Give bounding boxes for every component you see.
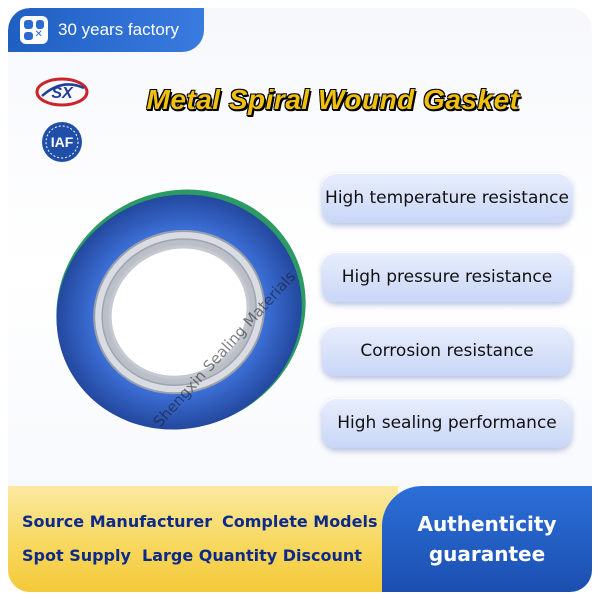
grid-logo-icon (20, 16, 48, 44)
iaf-cert-logo: IAF (42, 122, 82, 162)
benefit-complete-models: Complete Models (222, 512, 378, 531)
company-logo-text: SX (51, 85, 74, 102)
company-logo: SX (35, 77, 89, 107)
benefit-spot-supply: Spot Supply (22, 546, 131, 565)
benefit-quantity-discount: Large Quantity Discount (142, 546, 362, 565)
product-title: Metal Spiral Wound Gasket (146, 84, 520, 115)
factory-badge: 30 years factory (8, 8, 204, 52)
authenticity-panel (382, 486, 592, 592)
authenticity-line2: guarantee (428, 542, 546, 566)
benefits-yellow-panel (8, 486, 398, 592)
iaf-logo-text: IAF (51, 134, 74, 150)
authenticity-line1: Authenticity (417, 512, 557, 536)
feature-corrosion: Corrosion resistance (322, 326, 572, 376)
feature-high-temperature: High temperature resistance (322, 173, 572, 223)
benefit-source-manufacturer: Source Manufacturer (22, 512, 213, 531)
gasket-image: Shengxin Sealing Materials (56, 189, 306, 431)
badge-text: 30 years factory (58, 20, 179, 39)
feature-sealing: High sealing performance (322, 398, 572, 448)
product-card: 30 years factory SX IAF Metal Spiral Wou… (8, 8, 592, 592)
feature-high-pressure: High pressure resistance (322, 252, 572, 302)
benefits-band: Source Manufacturer Complete Models Spot… (8, 486, 592, 592)
